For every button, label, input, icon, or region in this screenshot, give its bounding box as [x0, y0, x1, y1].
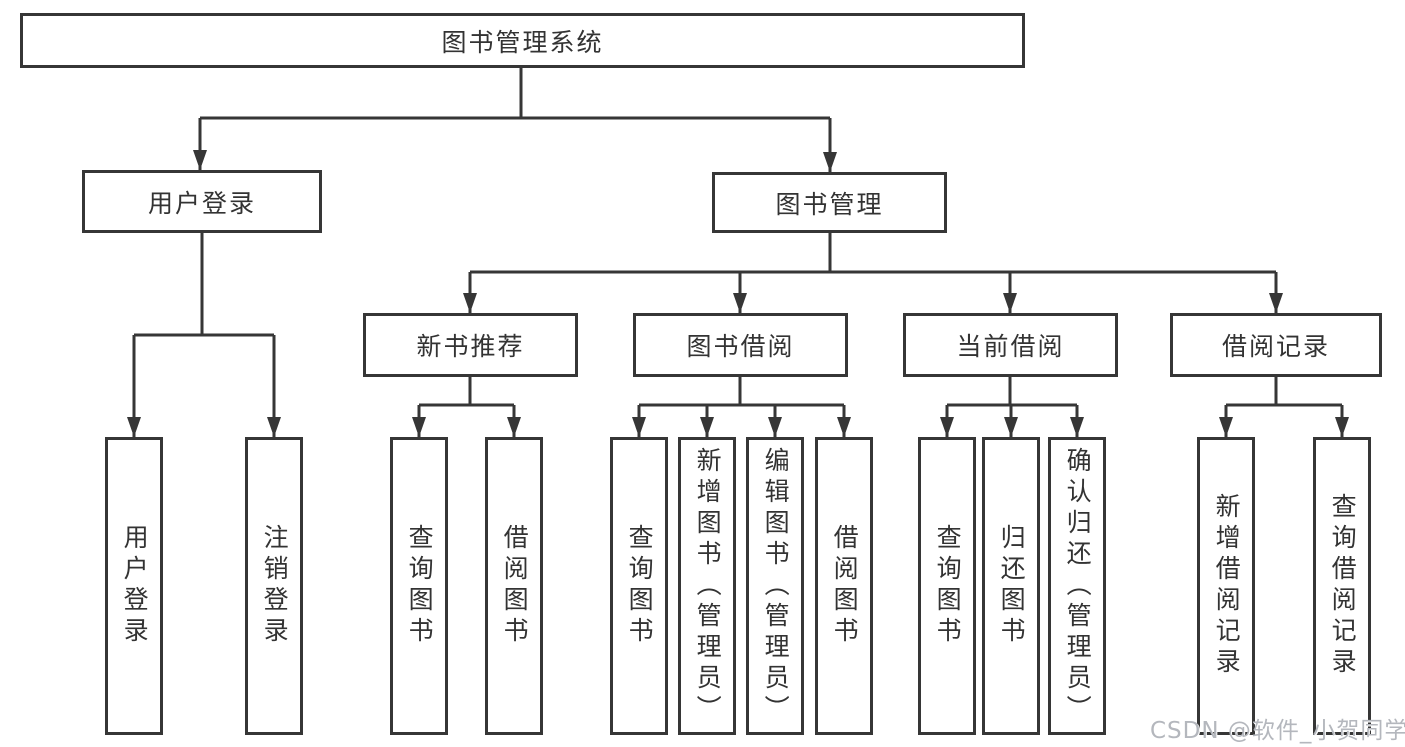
node-leaf-query-borrow-record: 查询借阅记录 [1313, 437, 1371, 735]
node-label: 图书管理系统 [441, 27, 604, 57]
node-label: 查询图书 [625, 524, 655, 648]
node-borrowing-records: 借阅记录 [1170, 313, 1382, 377]
node-book-management: 图书管理 [712, 172, 947, 233]
node-label: 当前借阅 [956, 332, 1065, 361]
node-label: 用户登录 [147, 188, 256, 218]
node-label: 新增图书（管理员） [693, 446, 723, 726]
node-label: 查询借阅记录 [1328, 493, 1358, 679]
node-label: 查询图书 [933, 524, 963, 648]
node-label: 编辑图书（管理员） [761, 446, 791, 726]
node-label: 图书管理 [775, 189, 884, 219]
node-label: 借阅图书 [830, 524, 860, 648]
node-label: 借阅记录 [1221, 332, 1330, 361]
node-book-borrowing: 图书借阅 [633, 313, 848, 377]
node-user-login: 用户登录 [82, 170, 322, 233]
node-label: 注销登录 [260, 524, 290, 648]
node-label: 图书借阅 [686, 332, 795, 361]
node-leaf-borrow-books: 借阅图书 [815, 437, 873, 735]
node-leaf-confirm-return-admin: 确认归还（管理员） [1048, 437, 1106, 735]
node-leaf-query-books-recommend: 查询图书 [390, 437, 448, 735]
node-leaf-borrow-books-recommend: 借阅图书 [485, 437, 543, 735]
node-leaf-add-books-admin: 新增图书（管理员） [678, 437, 736, 735]
node-new-book-recommendation: 新书推荐 [363, 313, 578, 377]
node-label: 归还图书 [997, 524, 1027, 648]
watermark: CSDN @软件_小贺同学 [1150, 718, 1405, 744]
node-leaf-query-books-current: 查询图书 [918, 437, 976, 735]
node-label: 新增借阅记录 [1212, 493, 1242, 679]
node-leaf-return-books: 归还图书 [982, 437, 1040, 735]
node-label: 确认归还（管理员） [1063, 446, 1093, 726]
node-label: 新书推荐 [416, 332, 525, 361]
node-label: 借阅图书 [500, 524, 530, 648]
node-leaf-query-books-borrowing: 查询图书 [610, 437, 668, 735]
node-current-borrowing: 当前借阅 [903, 313, 1118, 377]
node-leaf-logout: 注销登录 [245, 437, 303, 735]
node-leaf-user-login: 用户登录 [105, 437, 163, 735]
node-leaf-edit-books-admin: 编辑图书（管理员） [746, 437, 804, 735]
node-label: 查询图书 [405, 524, 435, 648]
node-leaf-add-borrow-record: 新增借阅记录 [1197, 437, 1255, 735]
node-label: 用户登录 [120, 524, 150, 648]
node-library-management-system: 图书管理系统 [20, 13, 1025, 68]
